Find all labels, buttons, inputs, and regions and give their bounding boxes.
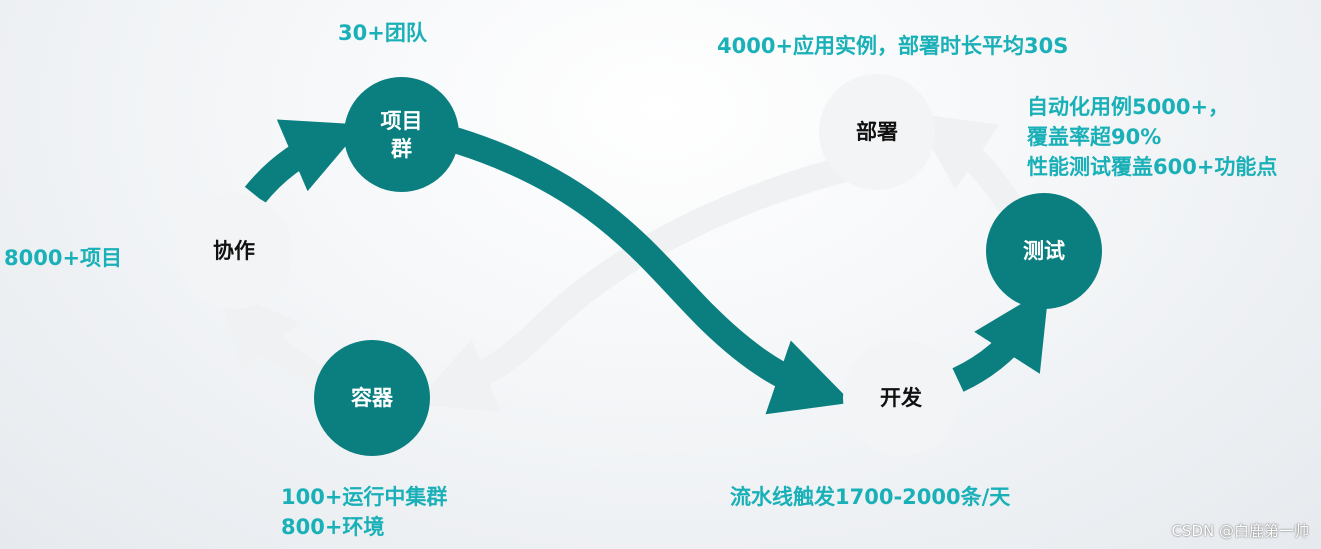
testing-node: 测试 xyxy=(986,193,1102,309)
environments-annotation: 800+环境 xyxy=(281,515,385,539)
collaboration-label: 协作 xyxy=(213,239,255,263)
csdn-watermark: CSDN @白鹿第一帅 xyxy=(1171,522,1309,540)
deployment-node: 部署 xyxy=(819,74,935,190)
light-path-test-to-deploy xyxy=(912,113,1021,213)
deployment-label: 部署 xyxy=(856,120,898,144)
clusters-annotation: 100+运行中集群 xyxy=(281,485,448,509)
development-node: 开发 xyxy=(843,340,959,456)
deploy-stats-annotation: 4000+应用实例，部署时长平均30S xyxy=(717,34,1069,58)
collaboration-node: 协作 xyxy=(176,193,292,309)
project-group-node: 项目 群 xyxy=(344,77,459,192)
light-path-deploy-to-container xyxy=(413,152,873,412)
projects-annotation: 8000+项目 xyxy=(4,246,123,270)
pipeline-annotation: 流水线触发1700-2000条/天 xyxy=(730,485,1011,509)
teams-annotation: 30+团队 xyxy=(338,21,427,45)
container-label: 容器 xyxy=(351,386,393,410)
testing-label: 测试 xyxy=(1023,239,1065,263)
teal-path-dev-to-test xyxy=(952,287,1050,392)
teal-path-collab-to-project xyxy=(244,119,364,204)
automation-annotation-line3: 性能测试覆盖600+功能点 xyxy=(1027,155,1278,179)
light-path-container-to-collab xyxy=(219,288,337,397)
project-group-label: 项目 群 xyxy=(380,108,423,161)
teal-path-project-to-dev xyxy=(451,127,852,415)
automation-annotation-line1: 自动化用例5000+， xyxy=(1027,95,1230,119)
automation-annotation-line2: 覆盖率超90% xyxy=(1027,125,1162,149)
development-label: 开发 xyxy=(880,386,922,410)
container-node: 容器 xyxy=(314,340,430,456)
